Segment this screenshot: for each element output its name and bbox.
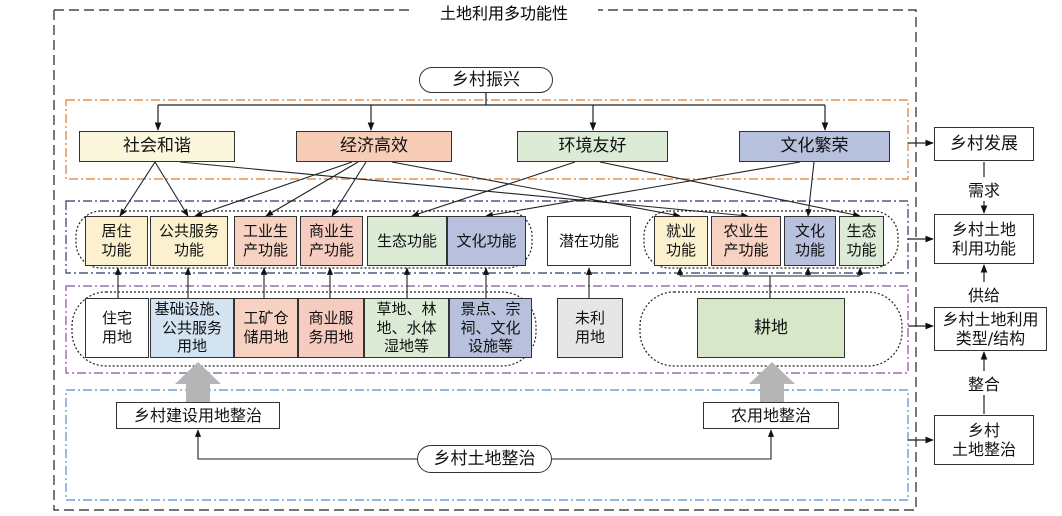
func-eco-right: 生态 功能 [839,216,884,266]
func-residential: 居住 功能 [85,216,148,266]
overall-to-farmland [550,429,775,460]
goals-frame [65,99,909,180]
link-env-eco [411,161,576,217]
gray-arrow-construction [175,362,221,402]
link-social-residential [119,161,156,217]
goal-social-label: 社会和谐 [123,136,191,157]
functions-group-right [643,210,899,269]
goal-economic-label: 经济高效 [340,136,408,157]
link-econ-public [194,161,353,217]
goal-culture: 文化繁荣 [739,131,890,162]
func-employment: 就业 功能 [654,216,708,266]
func-agriculture: 农业生 产功能 [711,216,781,266]
right-land-consolidation: 乡村 土地整治 [934,415,1034,465]
link-econ-employment [391,161,681,218]
landtype-frame [65,285,909,374]
right-rural-development: 乡村发展 [934,127,1034,161]
gray-arrow-farmland [749,362,795,402]
label-demand: 需求 [966,177,1003,201]
label-integrate: 整合 [966,371,1003,395]
consolidation-overall: 乡村土地整治 [417,445,552,473]
func-public-service: 公共服务 功能 [150,216,228,266]
goal-culture-label: 文化繁荣 [780,136,849,157]
link-social-farm [179,161,749,219]
landtype-group-right [639,291,903,367]
func-commercial: 商业生 产功能 [300,216,363,266]
land-public: 基础设施、 公共服务 用地 [150,298,234,358]
right-land-type: 乡村土地利用 类型/结构 [934,307,1047,351]
land-cultural: 景点、宗 祠、文化 设施等 [449,298,532,358]
right-land-function: 乡村土地 利用功能 [934,214,1034,264]
link-culture-culture-right [805,161,815,217]
link-econ-industrial [265,161,359,217]
link-env-eco-right [599,161,861,218]
link-social-public [154,161,189,217]
farm-trunk [680,275,860,298]
land-farmland: 耕地 [697,298,845,358]
land-residential: 住宅 用地 [85,298,149,358]
consolidation-frame [65,389,909,501]
consolidation-construction: 乡村建设用地整治 [116,402,280,429]
link-culture-cultural [485,161,801,218]
consolidation-farmland: 农用地整治 [703,402,839,429]
diagram-title: 土地利用多功能性 [410,0,598,24]
overall-to-construction [194,429,420,460]
func-culture-right: 文化 功能 [784,216,836,266]
functions-group-left [75,210,533,269]
goal-environment: 环境友好 [517,131,668,162]
func-ecological: 生态功能 [367,216,447,266]
label-supply: 供给 [966,282,1003,306]
land-ecological: 草地、林 地、水体 湿地等 [364,298,449,358]
goal-economic: 经济高效 [296,131,452,162]
func-industrial: 工业生 产功能 [234,216,297,266]
goal-social: 社会和谐 [79,131,235,162]
goal-environment-label: 环境友好 [558,136,627,157]
land-industrial: 工矿仓 储用地 [234,298,298,358]
land-unused: 未利 用地 [557,298,623,358]
func-cultural: 文化功能 [447,216,526,266]
land-commercial: 商业服 务用地 [298,298,364,358]
landtype-group-left [71,291,537,367]
outer-frame [53,9,917,511]
link-econ-commercial [331,161,367,217]
node-rural-revival: 乡村振兴 [419,67,553,93]
func-latent: 潜在功能 [547,216,631,266]
